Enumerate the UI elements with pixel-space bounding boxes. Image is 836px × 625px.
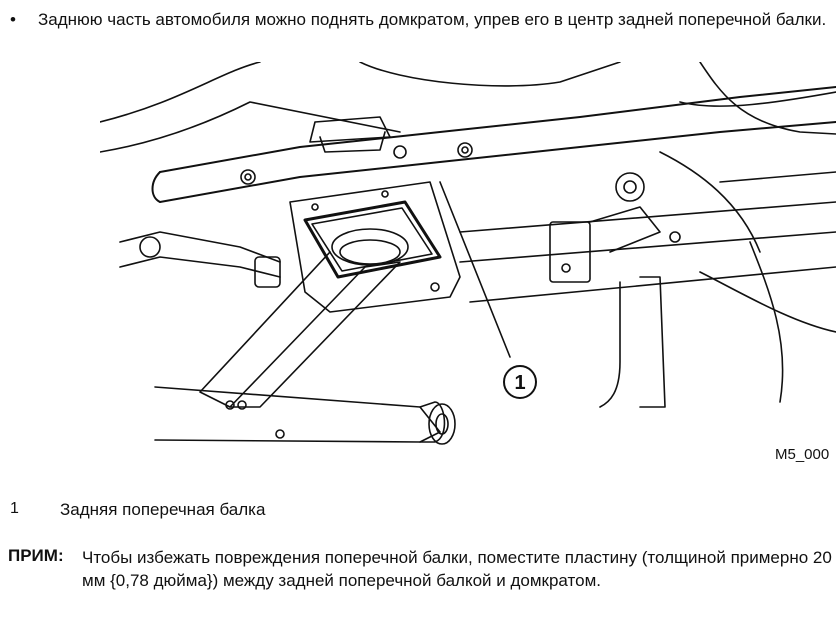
callout-number: 1: [514, 372, 525, 394]
figure-code: M5_000: [775, 446, 830, 463]
note-label: ПРИМ:: [8, 546, 64, 565]
bullet-marker: •: [10, 10, 16, 29]
legend-label: Задняя поперечная балка: [60, 500, 266, 519]
jack-point-illustration: 1: [99, 61, 836, 447]
instruction-text: Заднюю часть автомобиля можно поднять до…: [38, 10, 827, 29]
note-text: Чтобы избежать повреждения поперечной ба…: [82, 548, 832, 590]
legend-number: 1: [10, 500, 19, 517]
